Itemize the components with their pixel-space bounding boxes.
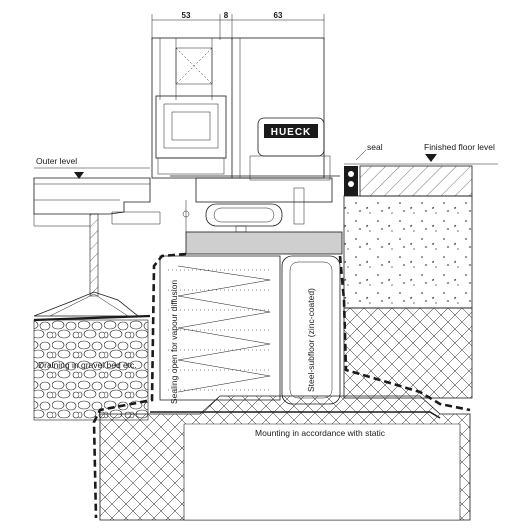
window-frame-profile: HUECK — [151, 37, 340, 233]
bearing-block — [185, 231, 343, 255]
dimension-middle: 8 — [224, 11, 229, 20]
interior-screed — [343, 195, 473, 309]
mounting-label: Mounting in accordance with static — [255, 428, 386, 438]
interior-floor-slab — [343, 307, 473, 399]
dimension-left: 53 — [182, 11, 191, 20]
dimension-line: 53 8 63 — [151, 11, 325, 40]
drainage-mound — [33, 291, 140, 317]
finished-floor-level-label: Finished floor level — [424, 142, 495, 152]
seal: seal — [344, 142, 383, 196]
outer-level-label: Outer level — [36, 156, 77, 166]
brand-label: HUECK — [271, 127, 312, 138]
seal-label: seal — [367, 142, 383, 152]
gravel-bed — [33, 319, 149, 421]
concrete-base: Mounting in accordance with static — [99, 395, 471, 521]
exterior-paving — [33, 177, 161, 297]
sealing-label: Sealing open for vapour diffusion — [169, 280, 179, 404]
draining-label: Draining in gravel bed etc. — [38, 360, 137, 370]
sealing-membrane — [92, 252, 187, 519]
dimension-right: 63 — [274, 11, 283, 20]
steel-subfloor: Steel-subfloor (zinc-coated) — [281, 255, 341, 405]
steel-subfloor-label: Steel-subfloor (zinc-coated) — [306, 288, 316, 392]
outer-level-marker: Outer level — [34, 156, 150, 179]
floor-finish: Finished floor level — [344, 142, 498, 197]
